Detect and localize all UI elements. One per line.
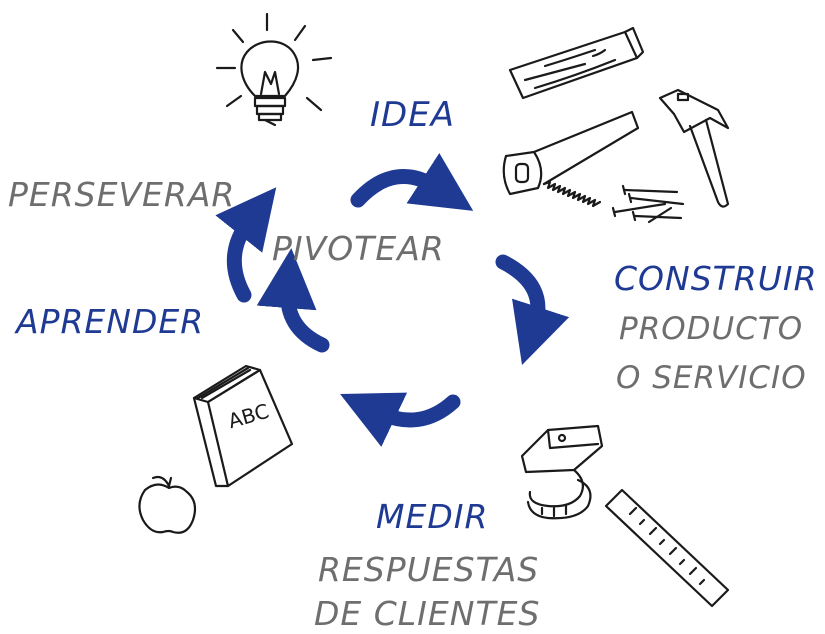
persevere-label: PERSEVERAR [8, 175, 236, 214]
hammer-icon [658, 88, 730, 208]
apple-icon [138, 475, 197, 534]
lightbulb-icon [215, 12, 333, 127]
measure-sub-label-2: DE CLIENTES [314, 594, 541, 633]
center-label: PIVOTEAR [272, 229, 445, 268]
build-sub-label-2: O SERVICIO [616, 360, 807, 396]
step-idea-label: IDEA [370, 95, 455, 135]
book-icon [192, 364, 294, 488]
saw-icon [502, 110, 640, 208]
nails-icon [611, 184, 685, 224]
step-measure-label: MEDIR [376, 497, 489, 536]
arrow-persevere-loop [215, 187, 277, 303]
build-sub-label-1: PRODUCTO [619, 311, 804, 347]
arrow-learn-to-pivot [256, 248, 330, 353]
ruler-icon [604, 488, 730, 608]
arrow-build-to-measure [495, 254, 570, 365]
step-build-label: CONSTRUIR [614, 259, 818, 298]
wood-plank-icon [508, 26, 645, 100]
step-learn-label: APRENDER [16, 302, 205, 341]
measure-sub-label-1: RESPUESTAS [318, 550, 540, 589]
tape-measure-icon [520, 424, 604, 520]
arrow-measure-to-learn [340, 392, 461, 447]
arrow-idea-to-build [350, 153, 474, 211]
